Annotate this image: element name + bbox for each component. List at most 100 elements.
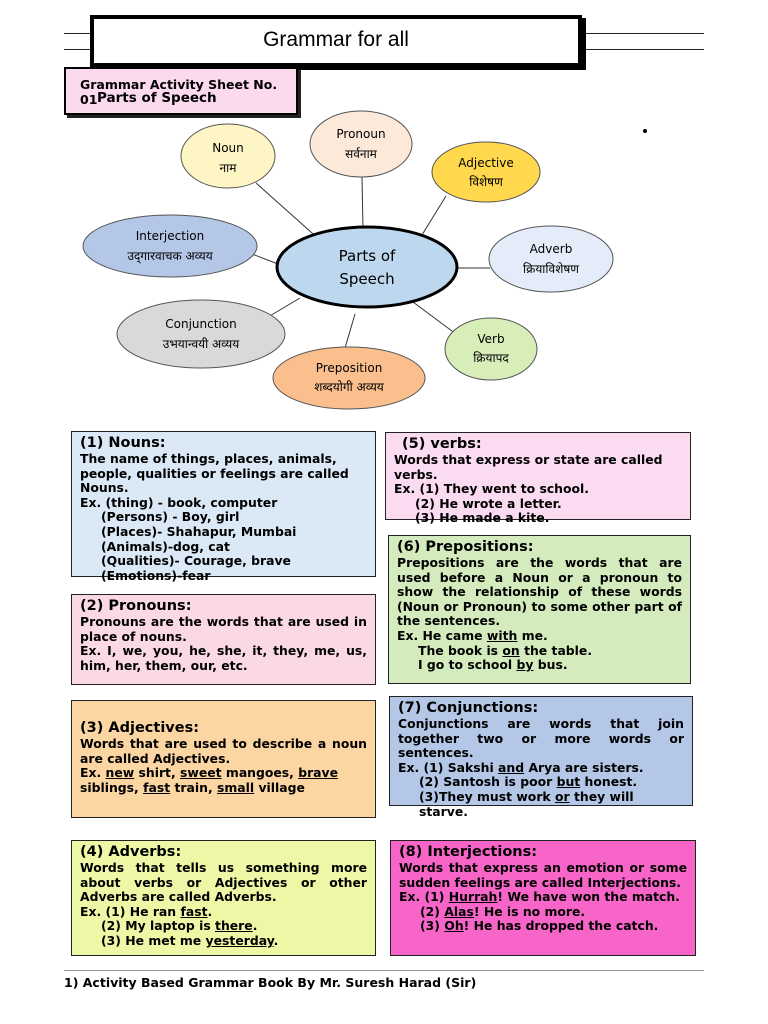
example-text: I go to school — [418, 657, 513, 673]
adverb-label-hi: क्रियाविशेषण — [523, 262, 579, 276]
adjectives-example: Ex. new shirt, sweet mangoes, brave sibl… — [80, 765, 367, 795]
verbs-example-1: Ex. (1) They went to school. — [394, 481, 589, 497]
card-conjunctions: (7) Conjunctions: Conjunctions are words… — [389, 696, 693, 818]
preposition-label-en: Preposition — [316, 361, 383, 375]
example-text: the table. — [524, 642, 593, 658]
adverb-word: yesterday — [205, 932, 274, 948]
nouns-item: (Places)- Shahapur, Mumbai — [101, 523, 297, 539]
example-text: Ex. (1) Sakshi — [398, 759, 494, 775]
example-text: Arya are sisters. — [528, 759, 644, 775]
pronoun-node — [309, 110, 413, 178]
adverbs-example-2: (2) My laptop is there. — [80, 919, 367, 934]
footer-rule — [64, 970, 704, 971]
noun-label-hi: नाम — [220, 161, 238, 175]
conjunction-word: but — [556, 774, 581, 790]
prepositions-example-1: Ex. He came with me. — [397, 627, 682, 644]
adjective-noun: village — [258, 779, 305, 795]
example-text: bus. — [537, 657, 568, 673]
adjective-noun: mangoes, — [225, 765, 294, 781]
pronoun-label-hi: सर्वनाम — [345, 147, 378, 161]
example-text: . — [207, 903, 213, 919]
card-verbs: (5) verbs: Words that express or state a… — [385, 432, 691, 525]
card-interjections: (8) Interjections: Words that express an… — [390, 840, 696, 956]
adjective-noun: train, — [174, 779, 213, 795]
adjective-noun: shirt, — [138, 765, 176, 781]
card-prepositions: (6) Prepositions: Prepositions are the w… — [388, 535, 691, 684]
example-text: Ex. He came — [397, 627, 483, 643]
adverb-node — [488, 225, 614, 293]
center-node — [275, 225, 459, 309]
adjective-word: brave — [298, 765, 339, 781]
verbs-example-2: (2) He wrote a letter. — [415, 495, 562, 511]
adjective-word: small — [216, 779, 255, 795]
example-text: (3) — [420, 918, 440, 934]
conjunction-node — [116, 299, 286, 369]
adjective-label-hi: विशेषण — [469, 175, 503, 189]
nouns-item: (Emotions)-fear — [101, 567, 211, 583]
sheet-number: Grammar Activity Sheet No. 01 — [80, 77, 278, 107]
example-text: (2) — [420, 903, 440, 919]
conjunctions-definition: Conjunctions are words that join togethe… — [398, 716, 684, 761]
adjective-label-en: Adjective — [458, 156, 513, 170]
conjunction-word: and — [498, 759, 525, 775]
nouns-definition: The name of things, places, animals, peo… — [80, 451, 349, 496]
interjection-word: Oh — [444, 918, 464, 934]
prepositions-example-3: I go to school by bus. — [397, 657, 682, 673]
pronouns-heading: (2) Pronouns: — [80, 598, 192, 614]
verbs-heading: (5) verbs: — [402, 436, 482, 452]
interjection-label-hi: उद्‌गारवाचक अव्यय — [127, 249, 213, 265]
pronoun-label-en: Pronoun — [336, 127, 385, 141]
example-text: (3)They must work — [419, 788, 551, 804]
adjective-word: fast — [143, 779, 171, 795]
interjections-example-3: (3) Oh! He has dropped the catch. — [399, 919, 687, 934]
center-label-line1: Parts of — [339, 247, 396, 265]
example-text: . — [252, 918, 258, 934]
interjection-label-en: Interjection — [136, 229, 204, 243]
interjections-example-1: Ex. (1) Hurrah! We have won the match. — [399, 889, 687, 905]
preposition-word: with — [486, 627, 518, 643]
example-text: Ex. (1) He ran — [80, 903, 177, 919]
title-box: Grammar for all — [90, 15, 582, 67]
interjections-example-2: (2) Alas! He is no more. — [399, 903, 687, 920]
card-adverbs: (4) Adverbs: Words that tells us somethi… — [71, 840, 376, 956]
example-text: (2) Santosh is poor — [419, 774, 553, 790]
example-text: ! We have won the match. — [497, 889, 680, 905]
adjective-noun: siblings, — [80, 779, 139, 795]
adjectives-definition: Words that are used to describe a noun a… — [80, 736, 367, 766]
verb-node — [444, 317, 538, 381]
adverbs-heading: (4) Adverbs: — [80, 844, 182, 860]
preposition-label-hi: शब्दयोगी अव्यय — [314, 380, 385, 394]
sheet-label-box: Grammar Activity Sheet No. 01 Parts of S… — [64, 67, 298, 115]
verbs-definition: Words that express or state are called v… — [394, 452, 663, 482]
adverbs-example-3: (3) He met me yesterday. — [80, 932, 367, 949]
preposition-word: on — [502, 642, 520, 658]
footer-credit: 1) Activity Based Grammar Book By Mr. Su… — [64, 975, 477, 990]
example-text: ! He is no more. — [473, 903, 586, 919]
conjunctions-heading: (7) Conjunctions: — [398, 700, 539, 716]
conjunctions-example-3: (3)They must work or they will starve. — [398, 788, 684, 819]
sheet-topic: Parts of Speech — [97, 90, 217, 106]
verbs-example-3: (3) He made a kite. — [415, 510, 550, 526]
interjection-node — [82, 214, 258, 278]
conjunctions-example-2: (2) Santosh is poor but honest. — [398, 775, 684, 790]
verb-label-hi: क्रियापद — [473, 351, 509, 365]
example-text: . — [273, 932, 279, 948]
preposition-word: by — [516, 657, 534, 673]
adverbs-definition: Words that tells us something more about… — [80, 860, 367, 905]
noun-node — [180, 123, 276, 189]
example-text: The book is — [418, 642, 499, 658]
conjunctions-example-1: Ex. (1) Sakshi and Arya are sisters. — [398, 759, 684, 776]
card-pronouns: (2) Pronouns: Pronouns are the words tha… — [71, 594, 376, 685]
adverb-word: fast — [180, 903, 208, 919]
example-text: they will starve. — [419, 788, 634, 819]
adjective-node — [431, 141, 541, 203]
preposition-node — [272, 346, 426, 410]
bullet-dot — [643, 129, 647, 133]
parts-of-speech-diagram: Noun नाम Pronoun सर्वनाम Adjective विशेष… — [82, 110, 614, 410]
example-text: ! He has dropped the catch. — [463, 918, 659, 934]
conjunction-label-en: Conjunction — [165, 317, 236, 331]
noun-label-en: Noun — [212, 141, 244, 155]
verb-label-en: Verb — [477, 332, 504, 346]
adjectives-example-prefix: Ex. — [80, 765, 102, 781]
card-nouns: (1) Nouns: The name of things, places, a… — [71, 431, 376, 582]
